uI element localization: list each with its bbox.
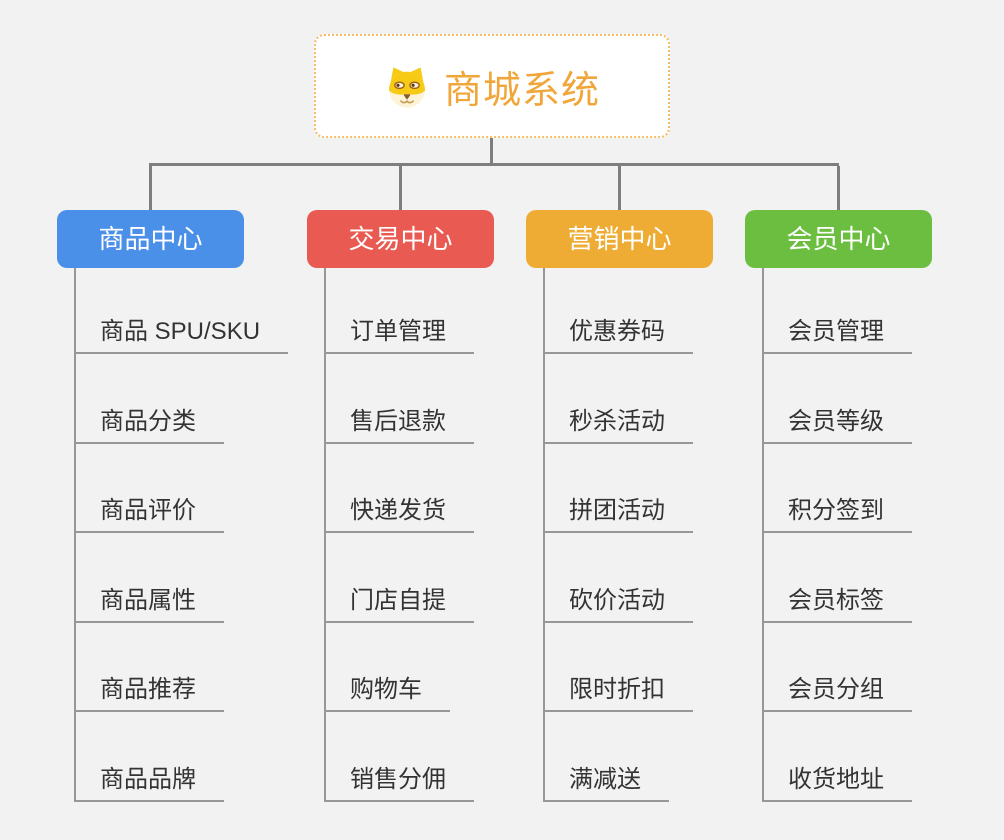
connector-drop-member [837, 166, 840, 210]
branch-spine-member [762, 268, 764, 802]
leaf-node-product-recommend[interactable]: 商品推荐 [74, 669, 224, 712]
connector-drop-marketing [618, 166, 621, 210]
connector-drop-product [149, 166, 152, 210]
leaf-node-member-tag[interactable]: 会员标签 [762, 580, 912, 623]
leaf-node-order-management[interactable]: 订单管理 [324, 311, 474, 354]
leaf-node-product-attribute[interactable]: 商品属性 [74, 580, 224, 623]
leaf-node-express-delivery[interactable]: 快递发货 [324, 490, 474, 533]
leaf-node-product-spu-sku[interactable]: 商品 SPU/SKU [74, 311, 289, 354]
leaf-node-bargain-activity[interactable]: 砍价活动 [543, 580, 693, 623]
leaf-node-points-checkin[interactable]: 积分签到 [762, 490, 912, 533]
root-node[interactable]: 商城系统 [314, 34, 670, 138]
leaf-node-flash-sale[interactable]: 秒杀活动 [543, 401, 693, 444]
branch-node-member-center[interactable]: 会员中心 [745, 210, 932, 268]
connector-root-drop [490, 138, 493, 164]
root-title: 商城系统 [443, 69, 600, 112]
leaf-node-member-level[interactable]: 会员等级 [762, 401, 912, 444]
leaf-node-limited-time-discount[interactable]: 限时折扣 [543, 669, 693, 712]
leaf-node-member-group[interactable]: 会员分组 [762, 669, 912, 712]
connector-rail [149, 163, 839, 166]
leaf-node-shipping-address[interactable]: 收货地址 [762, 759, 912, 802]
dog-face-icon [384, 63, 430, 109]
leaf-node-full-reduction[interactable]: 满减送 [543, 759, 669, 802]
leaf-node-coupon-code[interactable]: 优惠券码 [543, 311, 693, 354]
branch-node-marketing-center[interactable]: 营销中心 [526, 210, 713, 268]
leaf-node-store-pickup[interactable]: 门店自提 [324, 580, 474, 623]
branch-spine-marketing [543, 268, 545, 802]
leaf-node-product-review[interactable]: 商品评价 [74, 490, 224, 533]
branch-spine-trade [324, 268, 326, 802]
leaf-node-group-buy[interactable]: 拼团活动 [543, 490, 693, 533]
branch-node-product-center[interactable]: 商品中心 [57, 210, 244, 268]
branch-node-trade-center[interactable]: 交易中心 [307, 210, 494, 268]
branch-spine-product [74, 268, 76, 802]
leaf-node-product-brand[interactable]: 商品品牌 [74, 759, 224, 802]
leaf-node-shopping-cart[interactable]: 购物车 [324, 669, 450, 712]
connector-drop-trade [399, 166, 402, 210]
leaf-node-sales-commission[interactable]: 销售分佣 [324, 759, 474, 802]
leaf-node-member-management[interactable]: 会员管理 [762, 311, 912, 354]
leaf-node-aftersale-refund[interactable]: 售后退款 [324, 401, 474, 444]
leaf-node-product-category[interactable]: 商品分类 [74, 401, 224, 444]
